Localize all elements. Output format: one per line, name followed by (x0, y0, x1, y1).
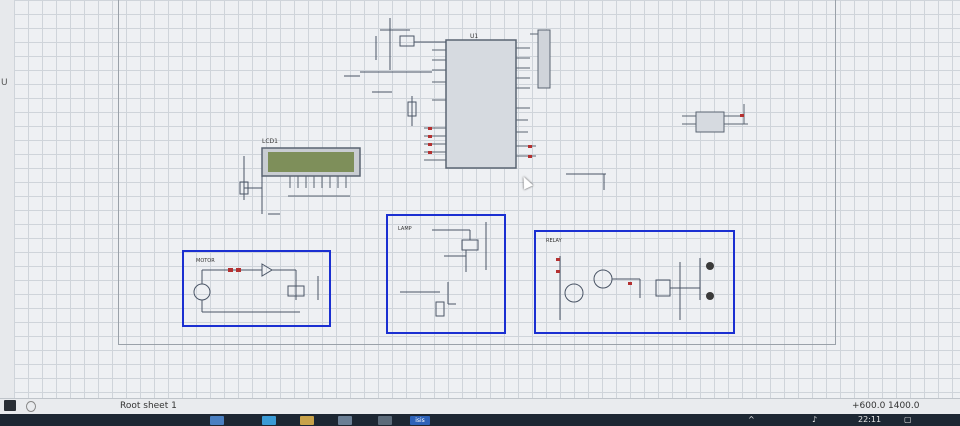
oscillator-circuit[interactable] (344, 18, 446, 126)
status-icon-2[interactable] (26, 401, 36, 412)
notification-icon[interactable]: ▢ (904, 415, 912, 424)
microcontroller[interactable]: U1 (424, 33, 536, 169)
clock[interactable]: 22:11 (858, 415, 882, 424)
taskbar-app-icon[interactable] (338, 416, 352, 425)
resistor-pack[interactable] (530, 29, 551, 89)
taskbar-app-icon[interactable] (262, 416, 276, 425)
gutter-glyph: U (1, 78, 8, 88)
box2-title: LAMP (398, 226, 412, 232)
contrast-pot[interactable] (239, 156, 280, 215)
taskbar-app-icon[interactable] (378, 416, 392, 425)
circuit-box-lamp[interactable]: LAMP (386, 214, 506, 334)
small-ic[interactable] (682, 104, 748, 133)
tray-speaker-icon[interactable]: ♪ (812, 415, 818, 424)
coord-y-readout: 1400.0 (888, 401, 920, 411)
status-icon[interactable] (4, 400, 16, 411)
sheet-tab[interactable]: Root sheet 1 (120, 401, 177, 411)
taskbar: isis ^ ♪ 22:11 ▢ (0, 414, 960, 426)
circuit-box-relay[interactable]: RELAY (534, 230, 735, 334)
schematic-drawing: U1 LCD1 (182, 18, 748, 334)
ground-net (566, 173, 606, 190)
lcd-module[interactable]: LCD1 (261, 138, 361, 197)
taskbar-app-icon[interactable] (210, 416, 224, 425)
taskbar-isis-icon[interactable]: isis (410, 416, 430, 425)
mcu-label: U1 (470, 33, 478, 40)
lcd-label: LCD1 (262, 138, 278, 145)
box3-title: RELAY (546, 238, 563, 244)
sheet-border (118, 0, 836, 345)
status-bar: Root sheet 1 +600.0 1400.0 (0, 398, 960, 415)
taskbar-app-icon[interactable] (300, 416, 314, 425)
tray-chevron-icon[interactable]: ^ (748, 415, 755, 424)
circuit-box-motor[interactable]: MOTOR (182, 250, 331, 327)
box1-title: MOTOR (196, 258, 215, 264)
coord-x-readout: +600.0 (852, 401, 886, 411)
